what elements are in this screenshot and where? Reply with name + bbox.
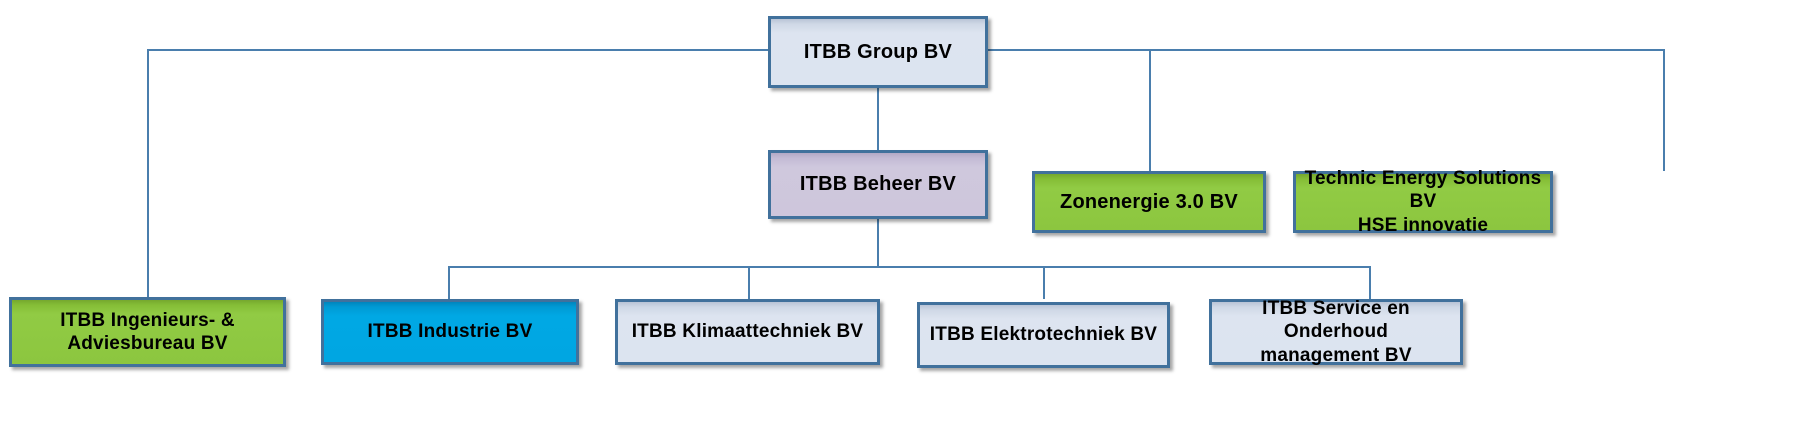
node-label-line-1: Technic Energy Solutions BV: [1304, 168, 1542, 213]
connector-ingenieurs-drop: [147, 49, 149, 297]
connector-beheer-stem: [877, 219, 879, 267]
node-itbb-klimaattechniek-bv[interactable]: ITBB Klimaattechniek BV: [615, 299, 880, 365]
connector-group-left-bus: [147, 49, 771, 51]
node-label: ITBB Industrie BV: [367, 321, 533, 343]
node-label: ITBB Elektrotechniek BV: [929, 324, 1158, 346]
node-label-line-1: ITBB Ingenieurs- &: [60, 309, 235, 331]
node-label: ITBB Service en Onderhoud management BV: [1212, 297, 1460, 367]
node-itbb-beheer-bv[interactable]: ITBB Beheer BV: [768, 150, 988, 219]
connector-klimaat-drop: [748, 266, 750, 299]
node-label: ITBB Ingenieurs- & Adviesbureau BV: [12, 309, 283, 355]
connector-group-stem: [877, 88, 879, 150]
connector-technic-drop: [1663, 49, 1665, 171]
connector-elektro-drop: [1043, 266, 1045, 299]
node-label-line-2: Adviesbureau BV: [67, 333, 228, 354]
node-itbb-industrie-bv[interactable]: ITBB Industrie BV: [321, 299, 579, 365]
connector-zonenergie-drop: [1149, 49, 1151, 171]
node-label: Zonenergie 3.0 BV: [1060, 190, 1238, 213]
node-itbb-service-en-onderhoud-management-bv[interactable]: ITBB Service en Onderhoud management BV: [1209, 297, 1463, 367]
connector-group-right-bus: [985, 49, 1664, 51]
node-technic-energy-solutions-bv[interactable]: Technic Energy Solutions BV HSE innovati…: [1293, 168, 1553, 236]
node-label-line-2: HSE innovatie: [1357, 214, 1489, 236]
connector-industrie-drop: [448, 266, 450, 299]
node-label: ITBB Klimaattechniek BV: [631, 321, 864, 343]
connector-service-drop: [1369, 266, 1371, 299]
node-zonenergie-30-bv[interactable]: Zonenergie 3.0 BV: [1032, 171, 1266, 233]
node-label: ITBB Beheer BV: [799, 173, 957, 196]
node-label: Technic Energy Solutions BV HSE innovati…: [1296, 167, 1550, 237]
connector-level3-bus: [448, 266, 1370, 268]
node-label-line-2: management BV: [1260, 344, 1412, 366]
node-label-line-1: ITBB Service en Onderhoud: [1262, 298, 1410, 343]
node-itbb-group-bv[interactable]: ITBB Group BV: [768, 16, 988, 88]
node-label: ITBB Group BV: [803, 40, 953, 63]
node-itbb-ingenieurs-adviesbureau-bv[interactable]: ITBB Ingenieurs- & Adviesbureau BV: [9, 297, 286, 367]
node-itbb-elektrotechniek-bv[interactable]: ITBB Elektrotechniek BV: [917, 302, 1170, 368]
